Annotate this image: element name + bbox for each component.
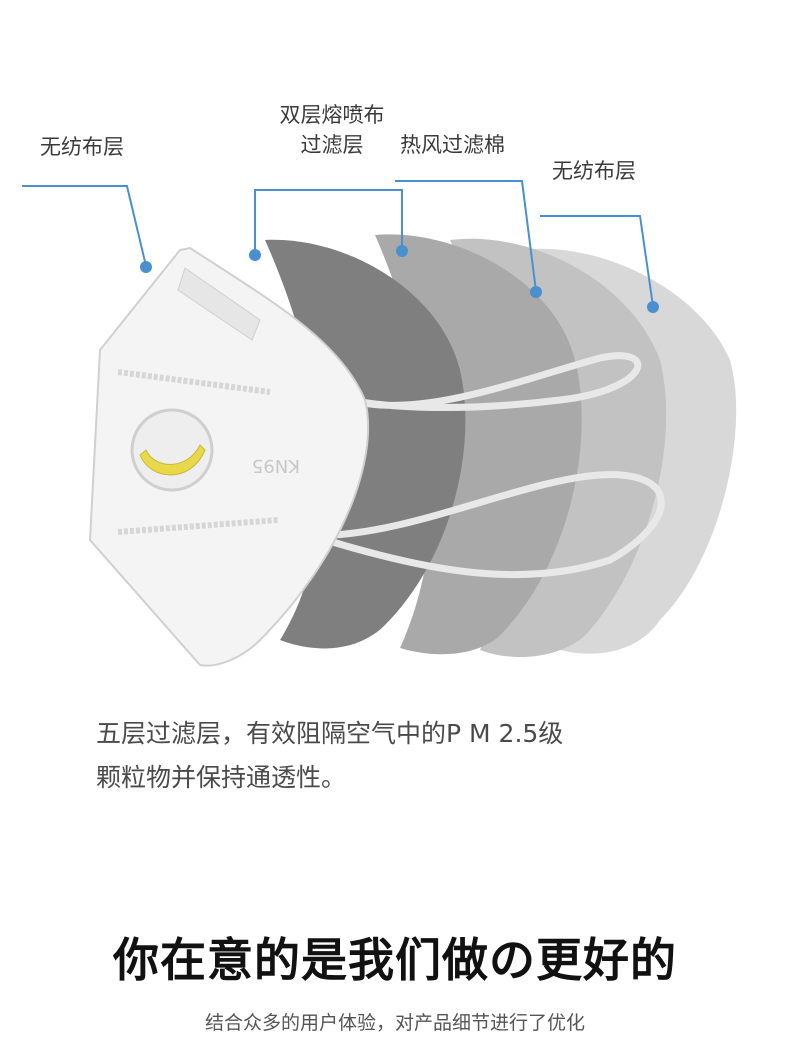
leader-dots	[140, 245, 659, 313]
leader-dot-layer2b	[396, 245, 408, 257]
callout-layer2: 双层熔喷布 过滤层	[268, 100, 396, 160]
ear-loop-bottom	[308, 471, 665, 579]
leader-line-layer4	[540, 215, 654, 307]
valve-vents	[139, 444, 206, 476]
mask-diagram: KN95	[22, 180, 737, 667]
description-line1: 五层过滤层，有效阻隔空气中的P M 2.5级	[96, 719, 564, 748]
ear-loop-top	[349, 352, 642, 411]
callout-layer1: 无纺布层	[40, 135, 124, 159]
leader-lines	[22, 180, 654, 307]
callout-layer3: 热风过滤棉	[400, 133, 505, 157]
callout-layer4: 无纺布层	[552, 159, 636, 183]
description-line2: 颗粒物并保持通透性。	[96, 763, 347, 792]
leader-line-layer3	[395, 180, 537, 292]
mask-layers-illustration: KN95 无纺布层 双层熔喷布 过滤层 热风过滤棉 无纺布层	[22, 100, 737, 667]
mask-seam-bottom	[117, 517, 279, 535]
white-mask-front	[88, 246, 370, 667]
leader-line-layer2	[254, 189, 403, 253]
callout-layer2-line1: 双层熔喷布	[279, 103, 385, 127]
callout-layer2-line2: 过滤层	[300, 133, 364, 157]
leader-dot-layer3	[530, 286, 542, 298]
mask-imprint: KN95	[252, 455, 300, 476]
subline: 结合众多的用户体验，对产品细节进行了优化	[204, 1012, 585, 1034]
headline: 你在意的是我们做の更好的	[113, 933, 677, 987]
leader-dot-layer1	[140, 261, 152, 273]
mask-seam-top	[117, 369, 271, 395]
leader-dot-layer4	[647, 301, 659, 313]
leader-line-layer1	[22, 185, 147, 267]
description: 五层过滤层，有效阻隔空气中的P M 2.5级 颗粒物并保持通透性。	[96, 712, 563, 800]
mask-nose-strip	[177, 267, 261, 341]
leader-dot-layer2a	[249, 249, 261, 261]
